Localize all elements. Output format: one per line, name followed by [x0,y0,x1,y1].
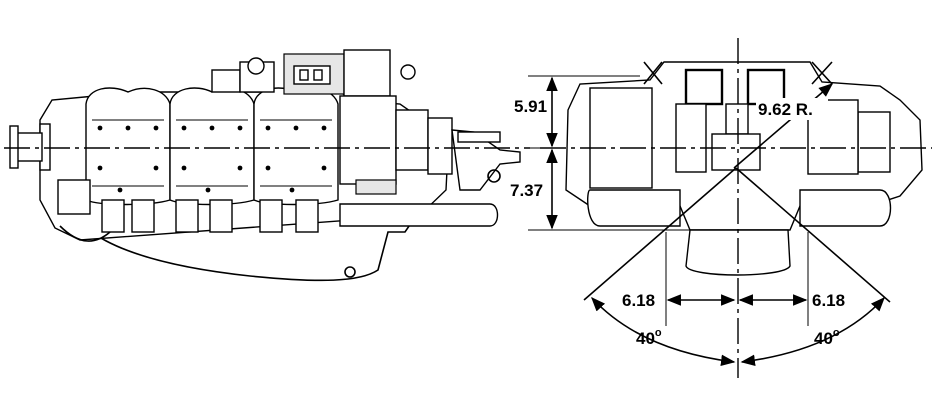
left-angle-arc [592,298,734,362]
propeller-flange-hub [16,133,42,161]
left-angle-label: 40o [636,327,662,348]
engine-side-view [4,50,530,280]
left-cylinder-bank [590,88,652,188]
top-accessories [212,50,415,96]
drain-plug [345,267,355,277]
right-magneto [858,112,890,172]
right-angle-label: 40o [814,327,840,348]
cylinder-3 [254,88,338,205]
front-exhaust-right [800,190,891,226]
front-exhaust-left [588,190,680,226]
lower-height-label: 7.37 [510,181,543,200]
left-filter [676,104,706,172]
left-offset-label: 6.18 [622,291,655,310]
cylinder-1 [86,88,170,205]
right-offset-label: 6.18 [812,291,845,310]
cylinder-2 [170,88,254,205]
accessory-cover-plate [58,180,90,214]
engine-front-view [540,38,932,378]
left-angle-degree: o [655,327,662,339]
radius-label: 9.62 R. [758,100,813,119]
propeller-flange-plate [10,126,18,168]
center-governor [726,104,748,134]
upper-height-label: 5.91 [514,97,547,116]
right-angle-degree: o [833,327,840,339]
